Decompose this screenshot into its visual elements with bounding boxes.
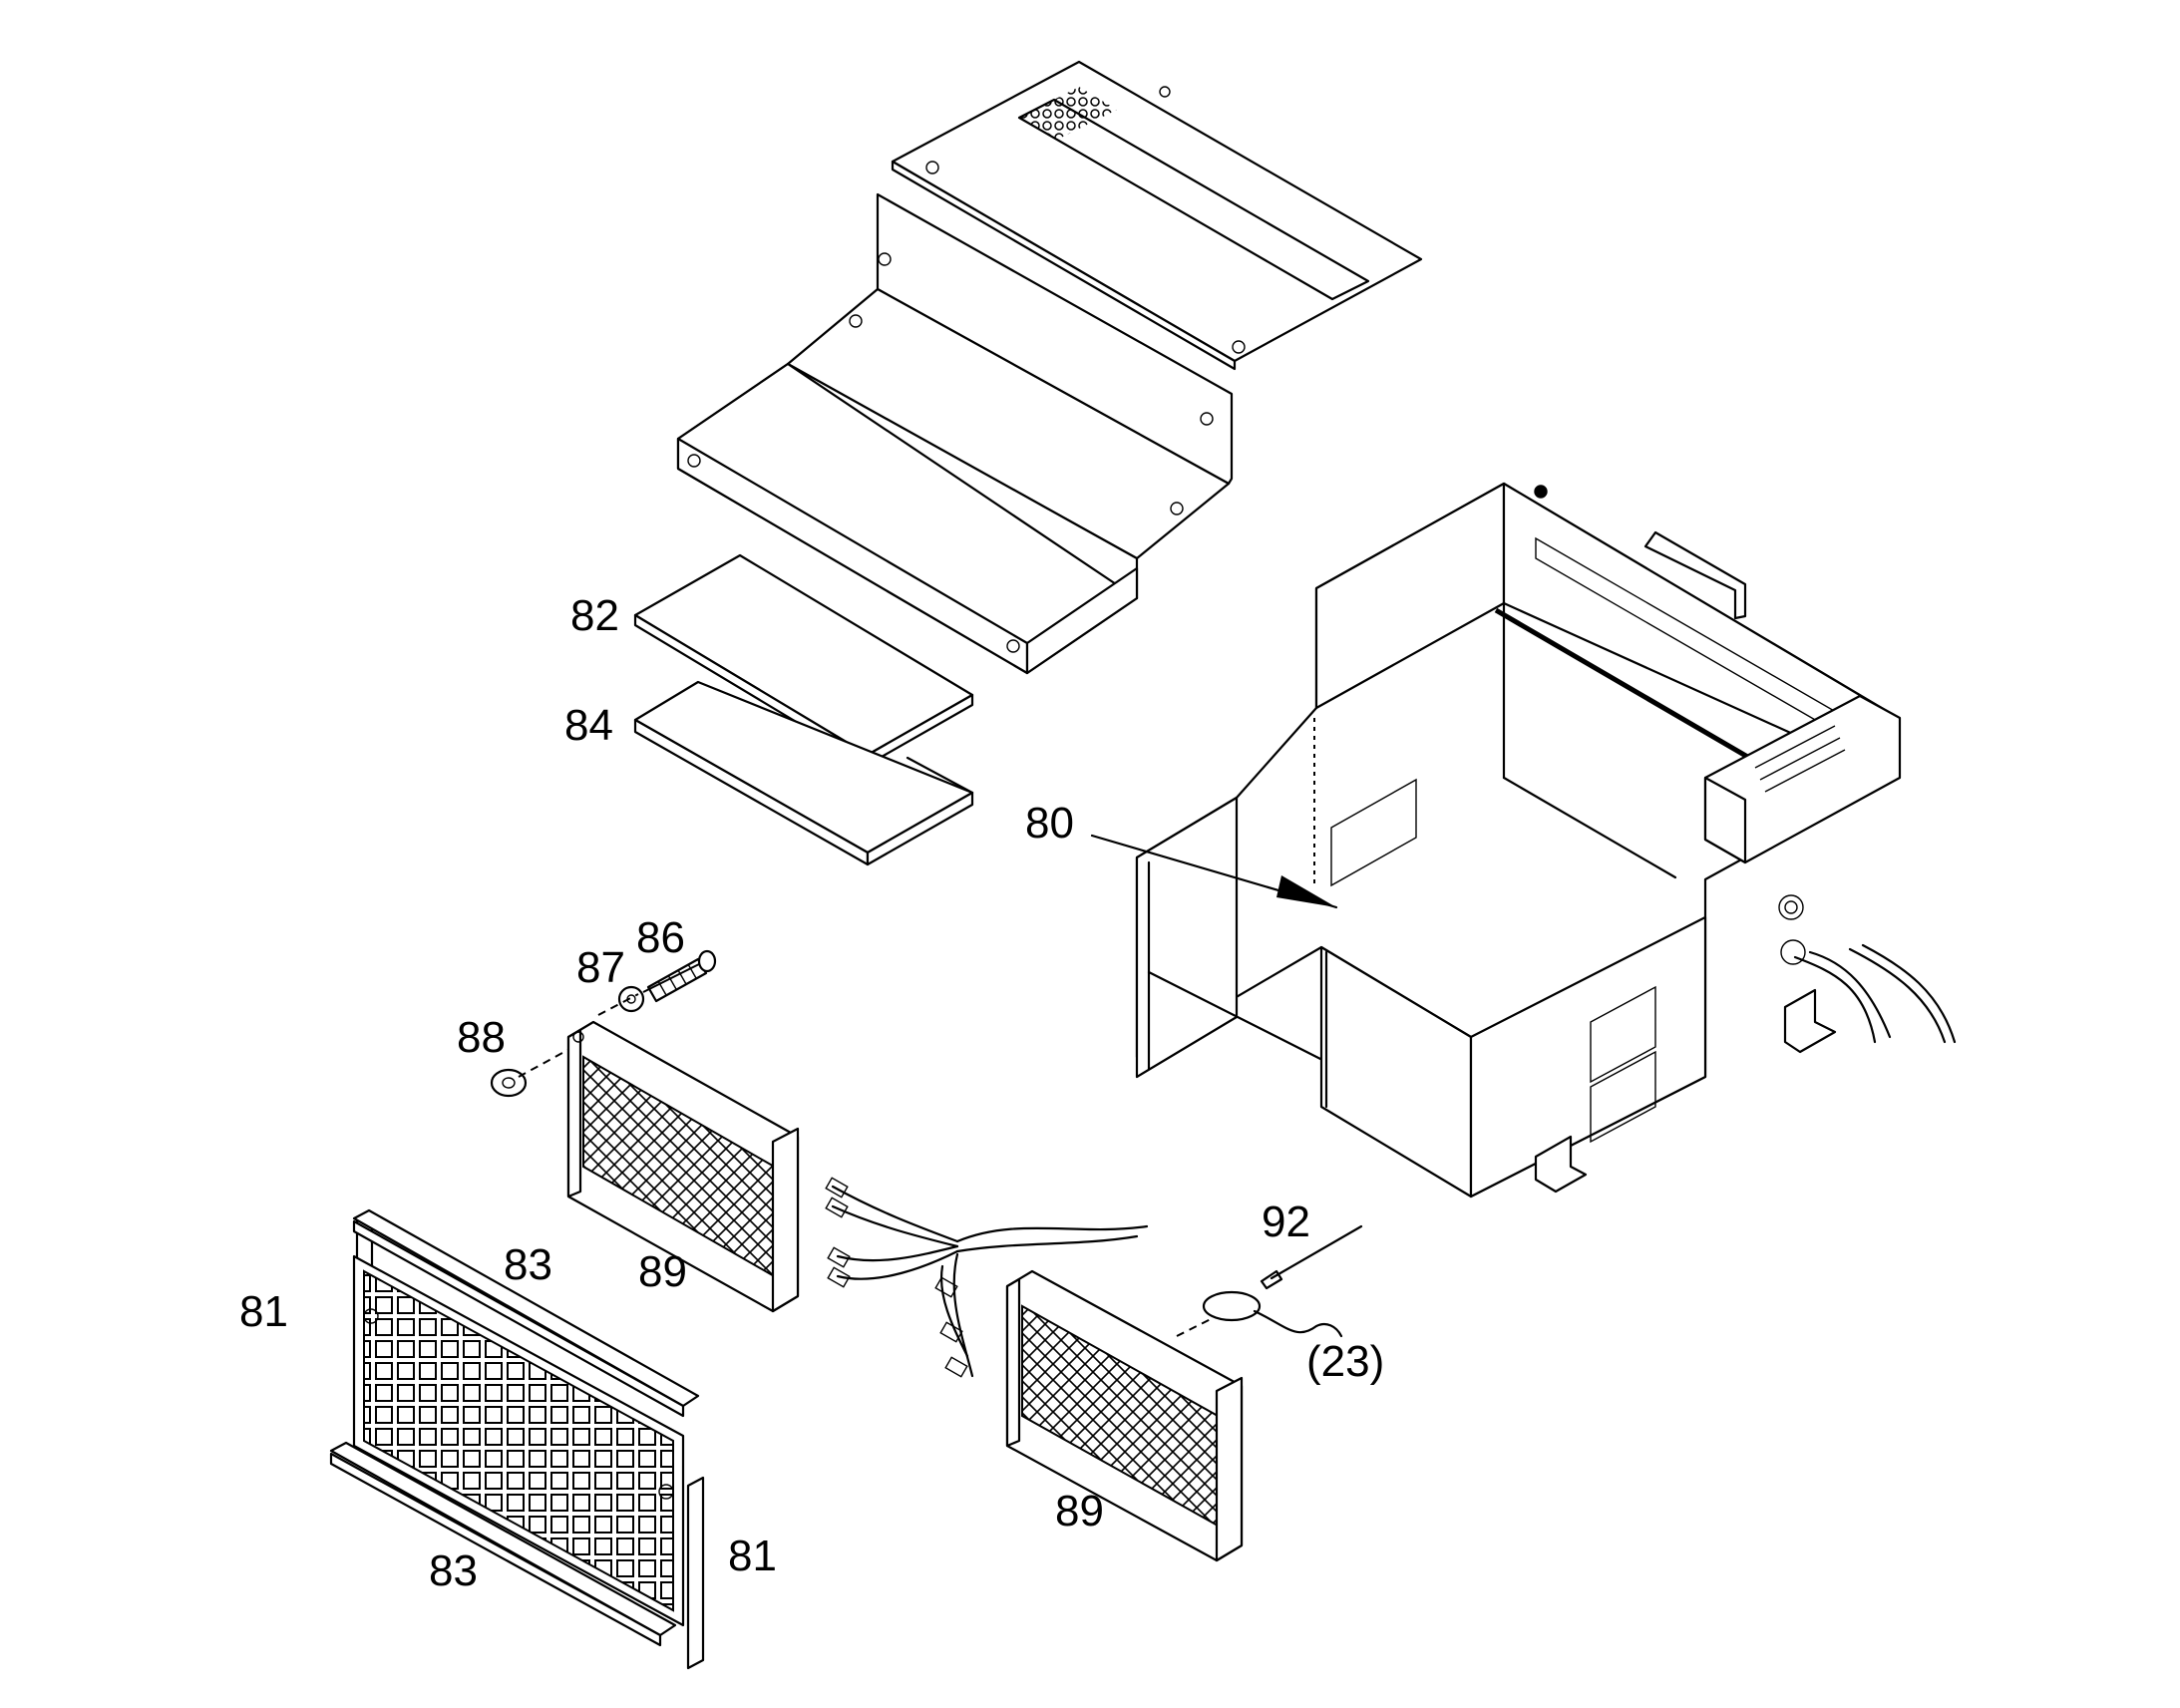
- callout-89-lower: 89: [1055, 1487, 1104, 1536]
- callout-82: 82: [570, 591, 619, 640]
- callout-84: 84: [564, 701, 613, 750]
- callout-81-right: 81: [728, 1532, 777, 1580]
- hardware-86-87-88: [490, 949, 717, 1098]
- callout-83-upper: 83: [504, 1240, 552, 1289]
- callout-81-left: 81: [239, 1287, 288, 1336]
- callout-23: (23): [1306, 1337, 1384, 1386]
- callout-86: 86: [636, 913, 685, 962]
- plate-84: [633, 680, 974, 866]
- wire-harness: [825, 1177, 1149, 1378]
- bar-81-right: [686, 1476, 705, 1670]
- callout-88: 88: [457, 1013, 506, 1062]
- heating-element-89-lower: [1005, 1269, 1244, 1562]
- callout-89-upper: 89: [638, 1247, 687, 1296]
- grille-assembly: [329, 1208, 705, 1670]
- callout-labels: 82 84 80 86 87 88 83 89 81 92 (23) 89 81…: [239, 591, 1384, 1595]
- top-lid-panel: [891, 60, 1423, 371]
- callout-80: 80: [1025, 799, 1074, 848]
- callout-83-lower: 83: [429, 1546, 478, 1595]
- main-housing-80: [1135, 482, 1957, 1198]
- heating-element-89-upper: [566, 1020, 800, 1313]
- callout-87: 87: [576, 943, 625, 992]
- thermostat-92: [1202, 1224, 1363, 1338]
- stepped-cover-panel: [676, 192, 1234, 675]
- leader-80: [1090, 834, 1338, 909]
- callout-92: 92: [1262, 1197, 1310, 1246]
